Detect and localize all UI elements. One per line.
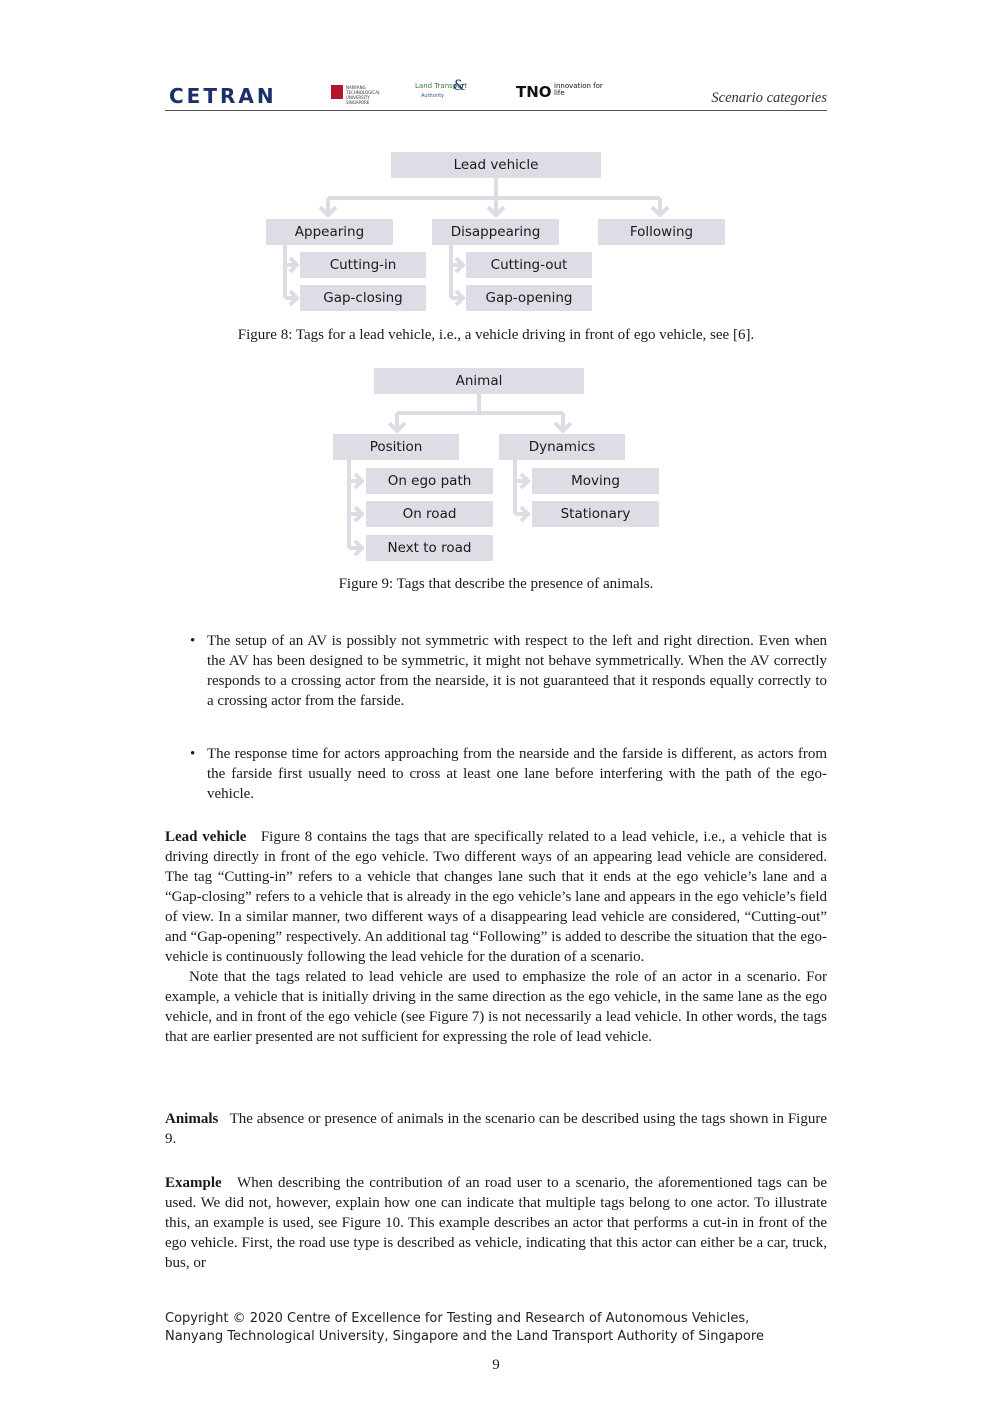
lta-logo-mark-icon: & — [453, 78, 466, 94]
bullet-text: The response time for actors approaching… — [207, 746, 827, 802]
lead-vehicle-text: Figure 8 contains the tags that are spec… — [165, 829, 828, 965]
example-text: When describing the contribution of an r… — [165, 1175, 828, 1271]
figure-8-diagram: Lead vehicle Appearing Disappearing Foll… — [0, 0, 992, 320]
cetran-logo: CETRAN — [169, 84, 277, 108]
footer-line-1: Copyright © 2020 Centre of Excellence fo… — [165, 1311, 750, 1326]
example-heading: Example — [165, 1175, 222, 1191]
page-header: CETRAN NANYANG TECHNOLOGICAL UNIVERSITY … — [165, 78, 827, 111]
node-disappearing: Disappearing — [432, 219, 559, 245]
node-position: Position — [333, 434, 459, 460]
node-stationary: Stationary — [532, 501, 659, 527]
running-title: Scenario categories — [711, 90, 827, 106]
node-cutting-out: Cutting-out — [466, 252, 592, 278]
lta-logo: Land Transport & Authority — [415, 78, 493, 105]
node-moving: Moving — [532, 468, 659, 494]
tno-logo: TNO innovation for life — [516, 83, 603, 102]
node-on-ego-path: On ego path — [366, 468, 493, 494]
copyright-footer: Copyright © 2020 Centre of Excellence fo… — [165, 1310, 764, 1346]
animals-text: The absence or presence of animals in th… — [165, 1111, 827, 1147]
bullet-dot-icon: • — [190, 746, 196, 762]
lead-vehicle-heading: Lead vehicle — [165, 829, 247, 845]
page-number: 9 — [492, 1357, 500, 1373]
figure-9-connectors — [347, 393, 573, 557]
bullet-dot-icon: • — [190, 633, 196, 649]
node-on-road: On road — [366, 501, 493, 527]
node-animal: Animal — [374, 368, 584, 394]
lead-vehicle-note: Note that the tags related to lead vehic… — [165, 969, 827, 1045]
figure-9-diagram: Animal Position Dynamics On ego path On … — [0, 0, 992, 570]
figure-8-connectors — [283, 178, 670, 307]
lta-logo-sub: Authority — [421, 93, 445, 99]
figure-9-caption: Figure 9: Tags that describe the presenc… — [338, 576, 654, 592]
lta-logo-main: Land Transport — [415, 82, 468, 90]
lead-vehicle-paragraph: Lead vehicle Figure 8 contains the tags … — [165, 827, 827, 1047]
animals-paragraph: Animals The absence or presence of anima… — [165, 1109, 827, 1149]
ntu-logo: NANYANG TECHNOLOGICAL UNIVERSITY SINGAPO… — [331, 83, 381, 105]
node-cutting-in: Cutting-in — [300, 252, 426, 278]
figure-8-caption: Figure 8: Tags for a lead vehicle, i.e.,… — [237, 327, 755, 343]
node-gap-closing: Gap-closing — [300, 285, 426, 311]
node-lead-vehicle: Lead vehicle — [391, 152, 601, 178]
tno-logo-mark: TNO — [516, 83, 552, 101]
node-dynamics: Dynamics — [499, 434, 625, 460]
bullet-item: • The response time for actors approachi… — [190, 744, 827, 804]
ntu-crest-icon — [331, 85, 343, 99]
example-paragraph: Example When describing the contribution… — [165, 1173, 827, 1273]
animals-heading: Animals — [165, 1111, 219, 1127]
footer-line-2: Nanyang Technological University, Singap… — [165, 1329, 764, 1344]
tno-logo-tagline: innovation for life — [554, 82, 603, 97]
bullet-text: The setup of an AV is possibly not symme… — [207, 633, 827, 709]
node-next-to-road: Next to road — [366, 535, 493, 561]
ntu-logo-text: NANYANG TECHNOLOGICAL UNIVERSITY SINGAPO… — [346, 85, 381, 105]
node-following: Following — [598, 219, 725, 245]
bullet-item: • The setup of an AV is possibly not sym… — [190, 631, 827, 711]
node-gap-opening: Gap-opening — [466, 285, 592, 311]
node-appearing: Appearing — [266, 219, 393, 245]
